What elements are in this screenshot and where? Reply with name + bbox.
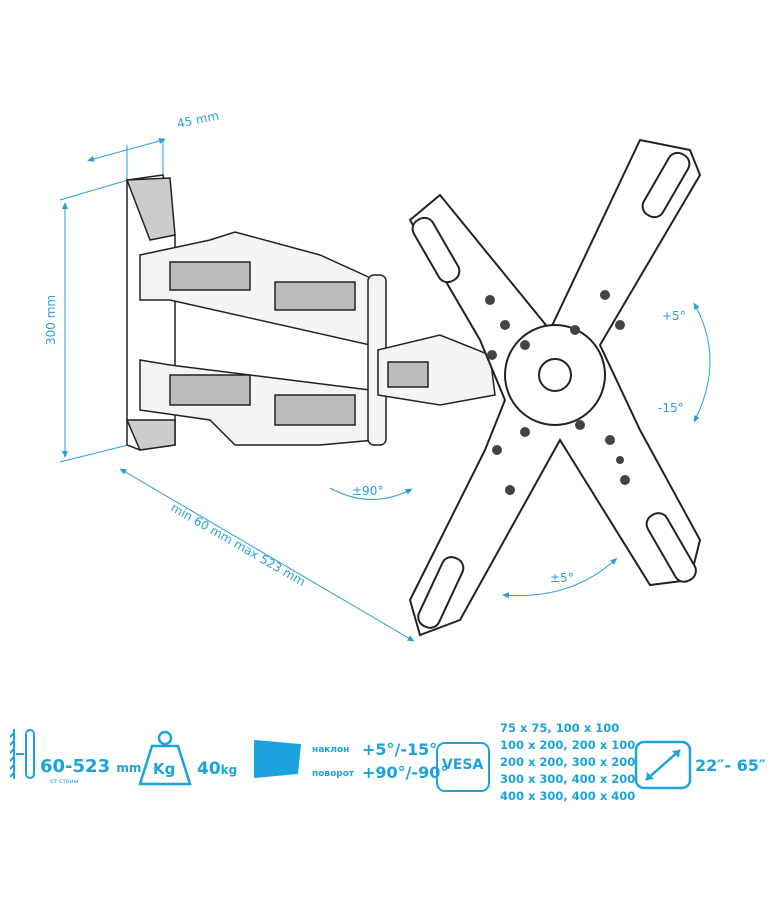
distance-unit: mm — [116, 761, 142, 775]
wall-distance-icon — [10, 729, 35, 779]
swivel-value: +90°/-90° — [362, 763, 449, 782]
tilt-screen-icon — [254, 740, 301, 778]
extension-label: min 60 mm max 523 mm — [169, 500, 308, 589]
weight-value: 40 — [197, 759, 221, 779]
tilt-down-label: -15° — [658, 401, 684, 415]
vesa-size-row: 300 x 300, 400 x 200 — [500, 772, 636, 786]
distance-caption: от стены — [50, 778, 79, 785]
tilt-value: +5°/-15° — [362, 740, 438, 759]
swivel-label: ±90° — [352, 484, 383, 498]
tilt-up-label: +5° — [662, 309, 686, 323]
weight-icon-label: Kg — [153, 760, 176, 778]
screen-size-value: 22″- 65″ — [695, 756, 767, 775]
arm-assembly — [139, 231, 496, 446]
vesa-size-row: 200 x 200, 300 x 200 — [500, 755, 636, 769]
vesa-size-row: 75 x 75, 100 x 100 — [500, 721, 620, 735]
dimension-lines — [59, 138, 711, 642]
vesa-icon — [436, 742, 490, 792]
vesa-sizes: 75 x 75, 100 x 100 100 x 200, 200 x 100 … — [500, 720, 635, 805]
swivel-caption: поворот — [312, 769, 355, 779]
height-label: 300 mm — [44, 295, 58, 345]
weight-icon — [138, 730, 192, 786]
screen-diagonal-icon — [634, 740, 692, 790]
weight-unit: kg — [220, 763, 238, 777]
vesa-size-row: 400 x 300, 400 x 400 — [500, 789, 636, 803]
tilt-caption: наклон — [312, 745, 350, 755]
distance-value: 60-523 — [40, 756, 111, 777]
vesa-bracket — [408, 138, 702, 637]
vesa-size-row: 100 x 200, 200 x 100 — [500, 738, 636, 752]
vesa-icon-label: VESA — [442, 757, 484, 773]
mount-drawing: 45 mm 300 mm min 60 mm max 523 mm ±90° +… — [44, 108, 711, 642]
rotate-label: ±5° — [550, 571, 574, 585]
depth-label: 45 mm — [176, 108, 220, 131]
